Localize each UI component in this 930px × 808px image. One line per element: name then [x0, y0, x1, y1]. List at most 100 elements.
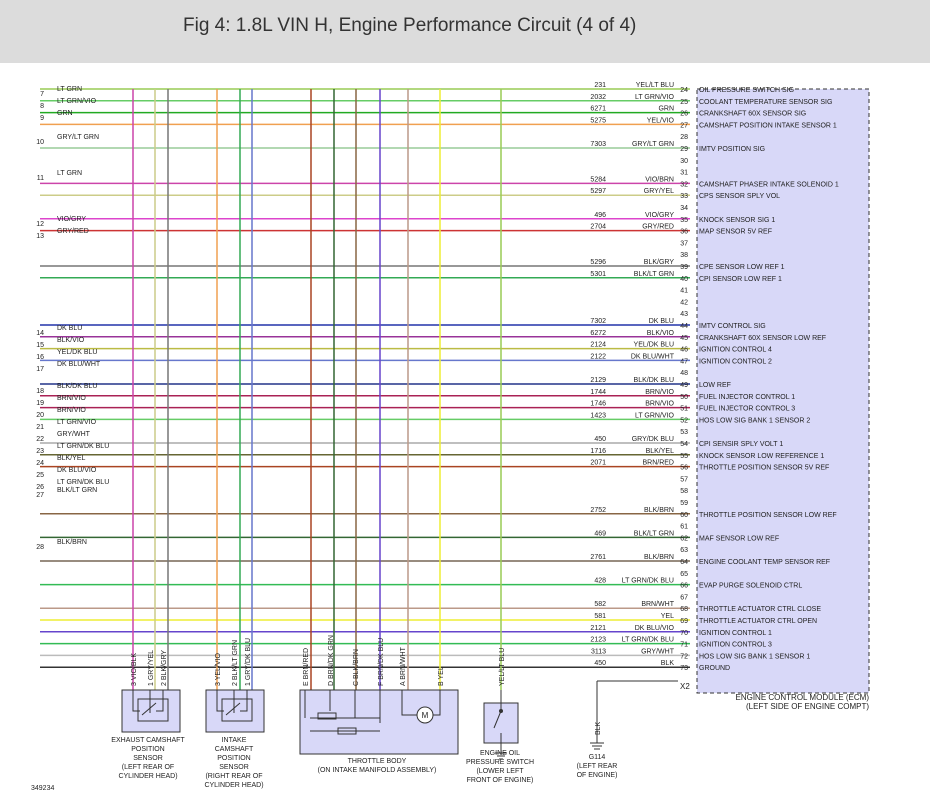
- connector-pin-label: A BRN/WHT: [400, 646, 407, 686]
- pin-function-label: IGNITION CONTROL 3: [699, 642, 772, 649]
- component-label-line: INTAKE: [222, 737, 247, 744]
- pin-number: 39: [680, 264, 688, 271]
- pin-function-label: KNOCK SENSOR LOW REFERENCE 1: [699, 453, 824, 460]
- wire-number: 7: [40, 91, 44, 98]
- pin-number: 51: [680, 406, 688, 413]
- circuit-number: 2121: [590, 625, 606, 632]
- pin-function-label: CPE SENSOR LOW REF 1: [699, 264, 785, 271]
- pin-number: 54: [680, 441, 688, 448]
- wire-color-label: BLK/DK BLU: [634, 377, 674, 384]
- wire-number: 19: [36, 400, 44, 407]
- wire-label: DK BLU: [57, 325, 82, 332]
- circuit-number: 2032: [590, 94, 606, 101]
- wire-label: LT GRN/VIO: [57, 419, 97, 426]
- ecm-pin-59: 59: [680, 500, 688, 507]
- wire-number: 28: [36, 544, 44, 551]
- ecm-connector-x2: X2: [680, 682, 690, 691]
- pin-function-label: CPS SENSOR SPLY VOL: [699, 193, 780, 200]
- pin-number: 59: [680, 500, 688, 507]
- circuit-number: 2752: [590, 507, 606, 514]
- wire-number: 21: [36, 424, 44, 431]
- ecm-label-1: ENGINE CONTROL MODULE (ECM): [736, 693, 870, 702]
- pin-number: 56: [680, 465, 688, 472]
- ecm-pin-37: 37: [680, 240, 688, 247]
- pin-number: 63: [680, 547, 688, 554]
- ecm-pin-38: 38: [680, 252, 688, 259]
- pin-number: 37: [680, 240, 688, 247]
- connector-pin-3: 3 YEL/VIO: [215, 652, 222, 686]
- left-wire-9: 9 GRN: [40, 110, 72, 122]
- ecm-label-2: (LEFT SIDE OF ENGINE COMPT): [746, 702, 869, 711]
- connector-pin-2: 2 BLK/GRY: [161, 650, 168, 686]
- component-label-line: ENGINE OIL: [480, 750, 520, 757]
- pin-function-label: HOS LOW SIG BANK 1 SENSOR 1: [699, 653, 810, 660]
- circuit-number: 1423: [590, 412, 606, 419]
- pin-number: 47: [680, 358, 688, 365]
- wire-number: 25: [36, 472, 44, 479]
- pin-function-label: OIL PRESSURE SWITCH SIG: [699, 87, 794, 94]
- ecm-pin-67: 67: [680, 594, 688, 601]
- pin-function-label: MAF SENSOR LOW REF: [699, 535, 779, 542]
- pin-number: 40: [680, 276, 688, 283]
- ecm-pin-34: 34: [680, 205, 688, 212]
- wire-number: 16: [36, 354, 44, 361]
- header-bar: Fig 4: 1.8L VIN H, Engine Performance Ci…: [0, 0, 930, 63]
- wire-number: 9: [40, 115, 44, 122]
- pin-number: 50: [680, 394, 688, 401]
- left-wire-10: 10 GRY/LT GRN: [36, 134, 99, 146]
- wire-color-label: VIO/BRN: [645, 176, 674, 183]
- wire-label: LT GRN/VIO: [57, 98, 97, 105]
- wire-label: VIO/GRY: [57, 216, 86, 223]
- figure-id: 349234: [31, 785, 54, 792]
- pin-number: 28: [680, 134, 688, 141]
- circuit-number: 582: [594, 601, 606, 608]
- wire-color-label: BLK: [661, 660, 675, 667]
- connector-pin-1: 1 GRY/YEL: [148, 650, 155, 686]
- wire-color-label: GRY/WHT: [641, 648, 675, 655]
- wire-number: 14: [36, 330, 44, 337]
- pin-number: 73: [680, 665, 688, 672]
- oil-switch-wire: YEL/LT BLU: [499, 648, 506, 686]
- circuit-number: 2071: [590, 460, 606, 467]
- circuit-number: 2129: [590, 377, 606, 384]
- ecm-pin-41: 41: [680, 288, 688, 295]
- circuit-number: 231: [594, 82, 606, 89]
- circuit-number: 581: [594, 613, 606, 620]
- wire-label: GRN: [57, 110, 73, 117]
- pin-number: 58: [680, 488, 688, 495]
- pin-number: 70: [680, 630, 688, 637]
- component-label-line: CYLINDER HEAD): [118, 773, 177, 780]
- connector-pin-F: F BRN/DK BLU: [378, 638, 385, 686]
- circuit-number: 7302: [590, 318, 606, 325]
- wire-number: 20: [36, 412, 44, 419]
- pin-number: 66: [680, 583, 688, 590]
- wire-color-label: DK BLU/WHT: [631, 353, 675, 360]
- connector-pin-label: 3 YEL/VIO: [215, 652, 222, 686]
- circuit-number: 496: [594, 212, 606, 219]
- wire-label: GRY/LT GRN: [57, 134, 99, 141]
- wire-number: 10: [36, 139, 44, 146]
- connector-pin-label: 1 GRY/DK BLU: [245, 638, 252, 686]
- circuit-number: 5275: [590, 117, 606, 124]
- pin-number: 25: [680, 99, 688, 106]
